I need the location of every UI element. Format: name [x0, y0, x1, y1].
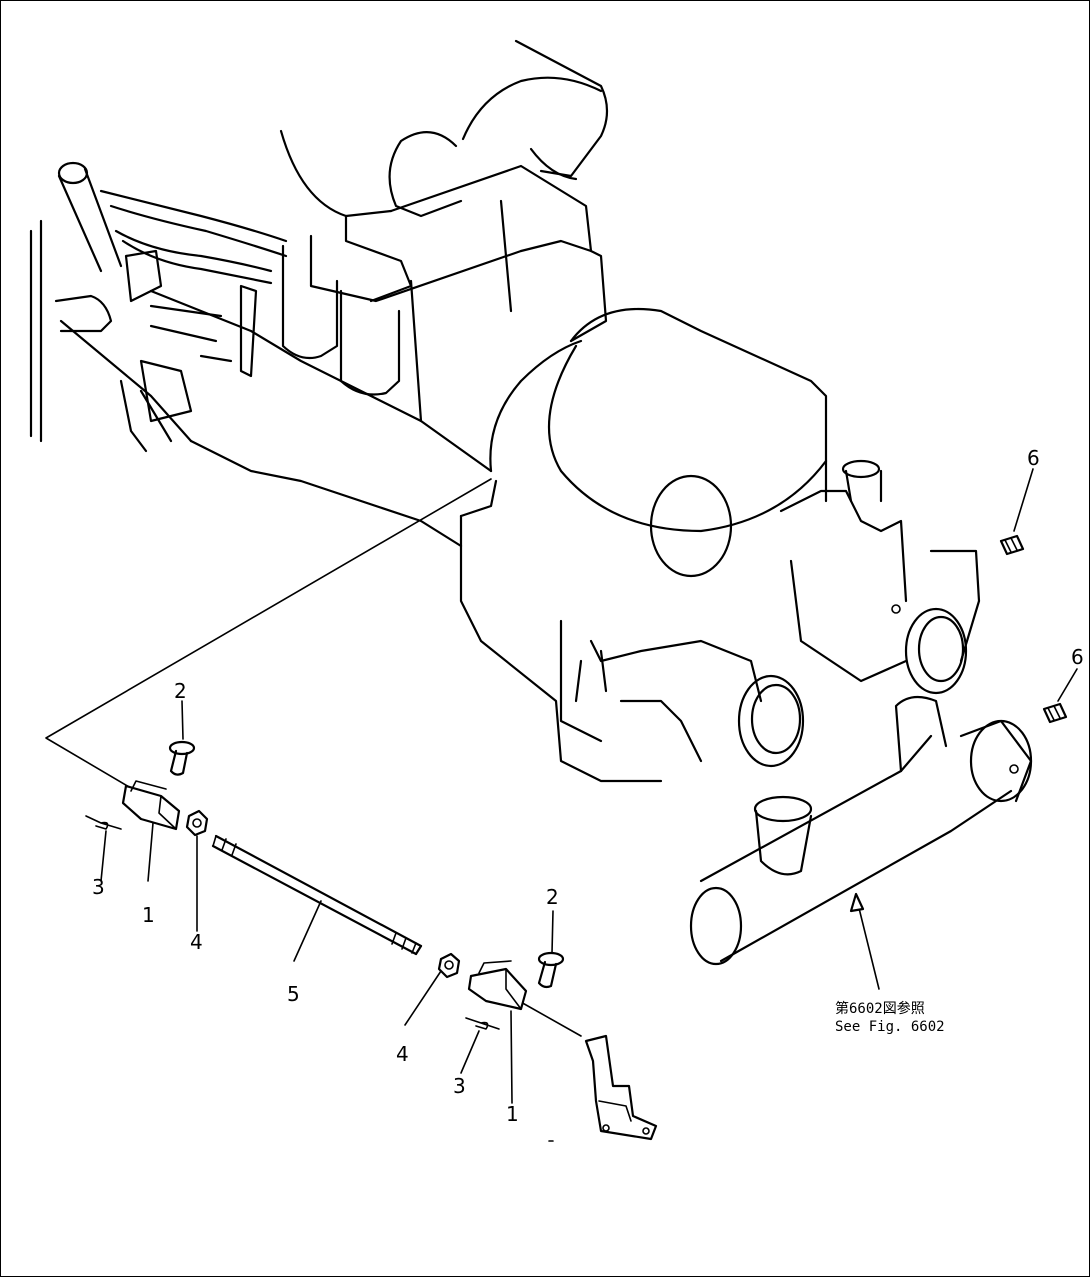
callout-3-right: 3 [453, 1074, 466, 1098]
rod [211, 834, 423, 956]
nut-left [185, 809, 209, 837]
callout-2-right: 2 [546, 885, 559, 909]
clevis-left [121, 780, 181, 831]
pipe-assembly [689, 695, 1033, 966]
engine-block [59, 39, 609, 548]
callout-2-left: 2 [174, 679, 187, 703]
pin-right [537, 951, 565, 989]
leader-lines [100, 468, 1078, 1104]
callout-1-left: 1 [142, 903, 155, 927]
pin-left [168, 740, 196, 776]
callout-6-upper: 6 [1027, 446, 1040, 470]
control-lever-assembly [29, 161, 288, 453]
callout-4-right: 4 [396, 1042, 409, 1066]
reference-line-left [45, 478, 492, 792]
callout-1-right: 1 [506, 1102, 519, 1126]
clevis-right [467, 960, 528, 1011]
transmission-housing [459, 307, 981, 783]
plug-lower [1042, 702, 1068, 724]
callout-5: 5 [287, 982, 300, 1006]
plug-upper [999, 534, 1025, 556]
lever-bracket [584, 1034, 658, 1141]
callout-6-lower: 6 [1071, 645, 1084, 669]
cotter-pin-left [85, 815, 122, 830]
callout-3-left: 3 [92, 875, 105, 899]
nut-right [437, 952, 461, 979]
callout-4-left: 4 [190, 930, 203, 954]
reference-text-en: See Fig. 6602 [835, 1019, 945, 1035]
cotter-pin-right [465, 1017, 500, 1030]
reference-text-jp: 第6602図参照 [835, 1000, 925, 1017]
reference-line-right [518, 1000, 582, 1037]
